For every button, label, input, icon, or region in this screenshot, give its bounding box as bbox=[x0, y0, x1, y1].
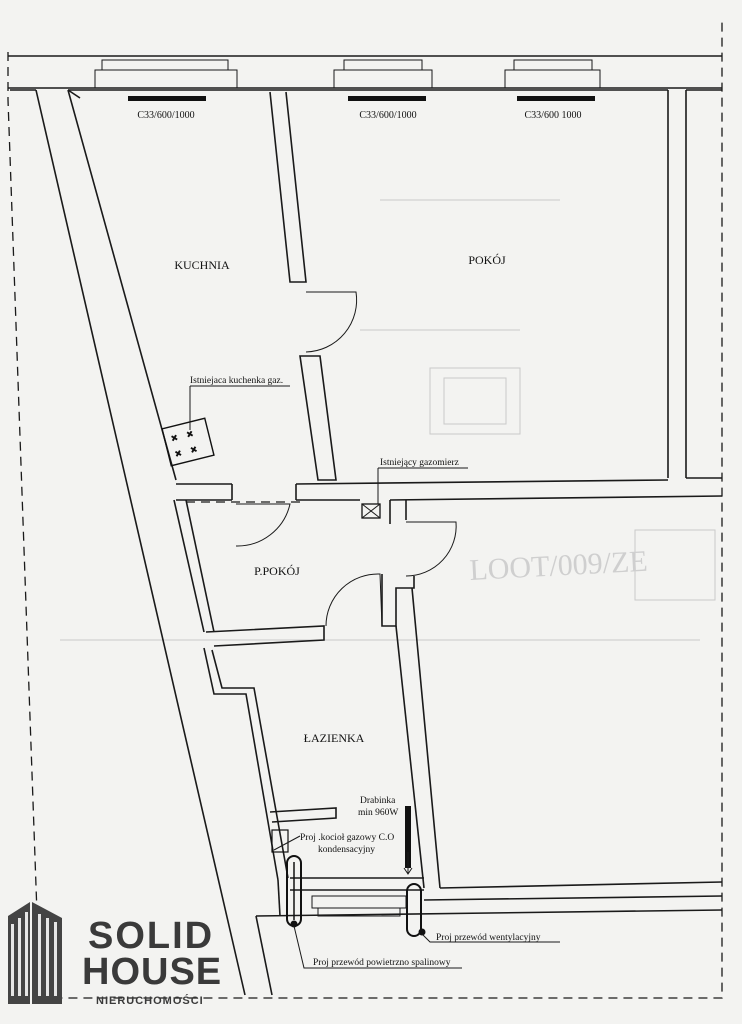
radiator-label-3: C33/600 1000 bbox=[525, 110, 582, 121]
door-kitchen-hall bbox=[235, 503, 291, 547]
room-label-room: POKÓJ bbox=[468, 253, 506, 267]
flue-duct-icon bbox=[286, 855, 302, 928]
towel-rail-label-1: Drabinka bbox=[360, 796, 396, 806]
stove-label: Istniejaca kuchenka gaz. bbox=[190, 376, 283, 386]
exterior-walls bbox=[8, 55, 722, 996]
svg-text:✖: ✖ bbox=[174, 449, 184, 461]
towel-rail-icon bbox=[405, 806, 411, 868]
radiator-room-1 bbox=[348, 96, 426, 101]
radiator-room-2 bbox=[517, 96, 595, 101]
logo-line2: HOUSE bbox=[82, 951, 222, 993]
background-ghost-marks: LOOT/009/ZE bbox=[60, 199, 716, 641]
doors bbox=[186, 291, 457, 627]
door-hall-right bbox=[405, 521, 457, 577]
svg-text:LOOT/009/ZE: LOOT/009/ZE bbox=[469, 545, 649, 587]
windows bbox=[94, 59, 601, 89]
gas-meter-icon bbox=[361, 503, 381, 519]
boiler-label-1: Proj .kocioł gazowy C.O bbox=[300, 833, 394, 843]
radiator-label-2: C33/600/1000 bbox=[359, 110, 416, 121]
boiler-label-2: kondensacyjny bbox=[318, 845, 375, 855]
door-kitchen-room bbox=[305, 291, 358, 353]
building-icon bbox=[8, 902, 62, 1004]
boiler-icon bbox=[271, 829, 289, 853]
radiators: C33/600/1000 C33/600/1000 C33/600 1000 bbox=[128, 96, 595, 121]
flue-duct-label: Proj przewód powietrzno spalinowy bbox=[313, 958, 451, 968]
company-logo: SOLID HOUSE NIERUCHOMOŚCI bbox=[8, 902, 222, 1007]
room-label-kitchen: KUCHNIA bbox=[174, 258, 230, 272]
svg-text:✖: ✖ bbox=[189, 445, 199, 457]
room-label-bathroom: ŁAZIENKA bbox=[304, 731, 365, 745]
vent-duct-label: Proj przewód wentylacyjny bbox=[436, 933, 541, 943]
logo-line1: SOLID bbox=[88, 915, 214, 957]
radiator-kitchen bbox=[128, 96, 206, 101]
vent-duct-icon bbox=[406, 883, 426, 937]
room-label-hall: P.POKÓJ bbox=[254, 564, 300, 578]
svg-text:✖: ✖ bbox=[170, 433, 180, 445]
logo-tagline: NIERUCHOMOŚCI bbox=[96, 994, 204, 1007]
svg-text:✖: ✖ bbox=[185, 430, 195, 442]
door-bathroom bbox=[325, 573, 383, 627]
gas-meter-label: Istniejący gazomierz bbox=[380, 458, 459, 468]
interior-walls bbox=[173, 91, 723, 996]
towel-rail-label-2: min 960W bbox=[358, 808, 398, 818]
radiator-label-1: C33/600/1000 bbox=[137, 110, 194, 121]
stove-icon: ✖✖ ✖✖ bbox=[161, 417, 215, 467]
